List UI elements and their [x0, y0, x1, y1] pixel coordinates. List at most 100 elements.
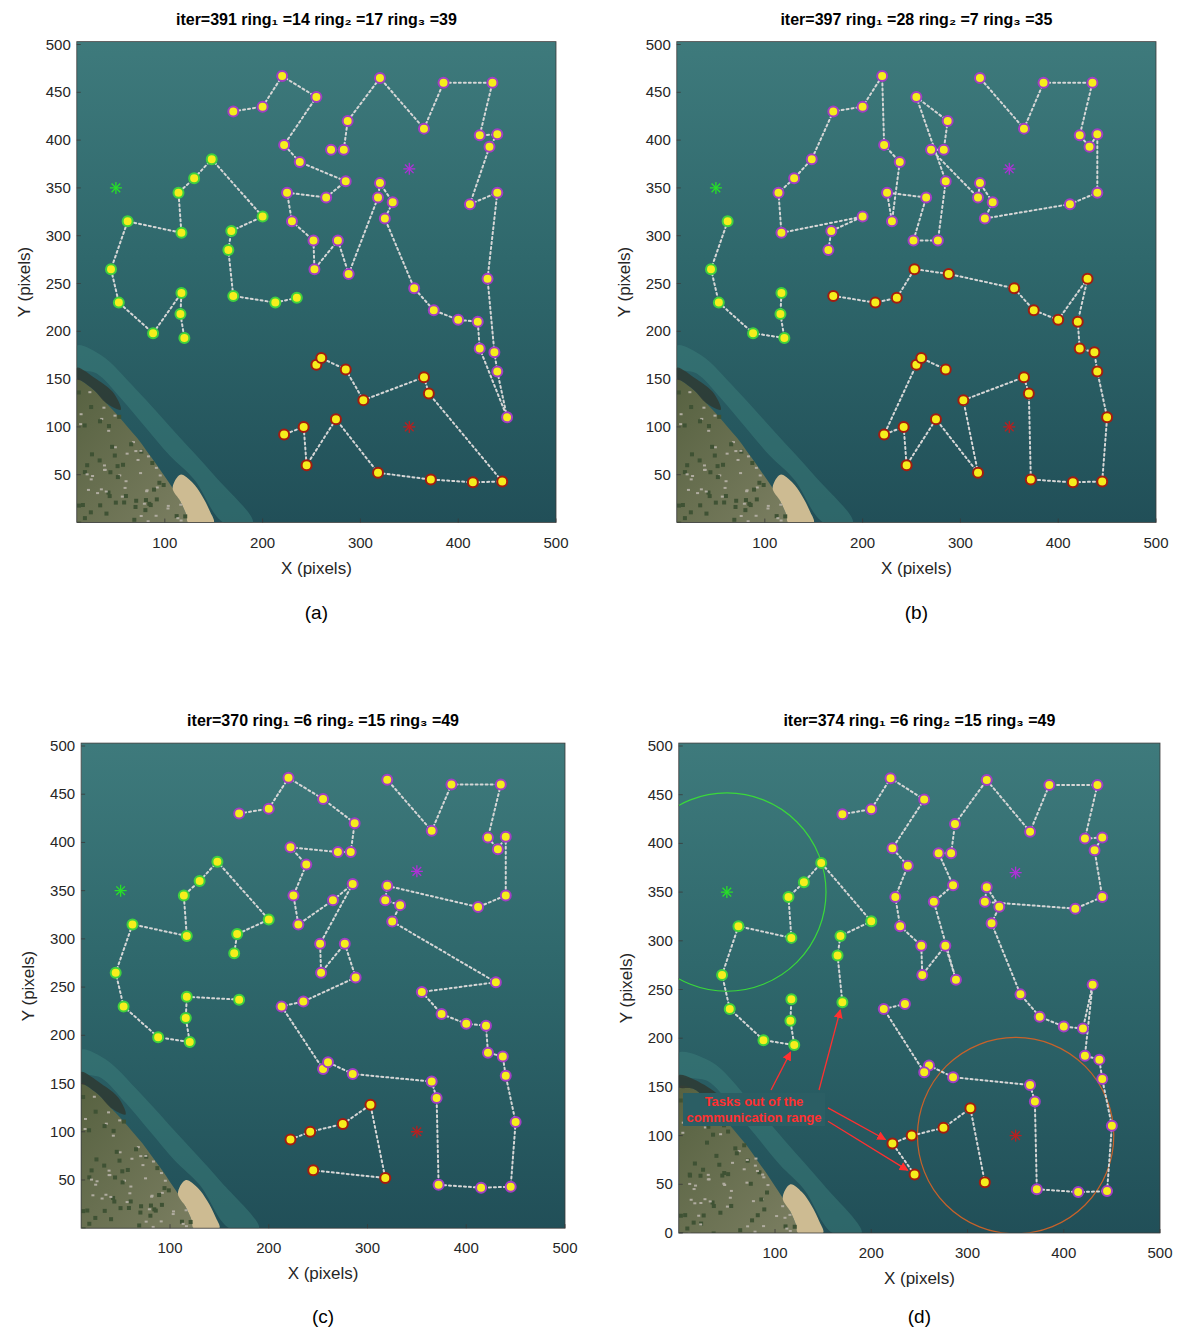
task-point: [775, 309, 785, 319]
tick-mark: [1156, 519, 1157, 523]
building-mark: [157, 1193, 161, 1197]
building-mark: [746, 489, 749, 491]
building-mark: [783, 1217, 786, 1219]
map-layer: [77, 42, 556, 523]
tick-mark: [77, 426, 81, 427]
task-point: [725, 1004, 735, 1014]
depot-star: [1003, 421, 1015, 433]
task-point: [292, 293, 302, 303]
tick-mark: [677, 331, 681, 332]
tick-mark: [77, 474, 81, 475]
tick-mark: [81, 890, 85, 891]
task-point: [229, 948, 239, 958]
task-point: [489, 347, 499, 357]
building-mark: [149, 1204, 153, 1208]
task-point: [980, 213, 990, 223]
task-point: [340, 939, 350, 949]
task-point: [502, 412, 512, 422]
building-mark: [746, 1159, 749, 1161]
building-mark: [180, 519, 183, 521]
building-mark: [704, 512, 708, 516]
task-point: [748, 328, 758, 338]
building-mark: [685, 1227, 689, 1231]
task-point: [285, 842, 295, 852]
task-point: [879, 140, 889, 150]
task-point: [380, 213, 390, 223]
task-point: [758, 1035, 768, 1045]
task-point: [282, 188, 292, 198]
task-markers: [828, 264, 1112, 487]
task-point: [264, 804, 274, 814]
tick-mark: [677, 474, 681, 475]
task-point: [837, 809, 847, 819]
star-stroke: [413, 1127, 422, 1136]
building-mark: [85, 463, 89, 467]
tick-label: 300: [648, 932, 673, 949]
building-mark: [98, 458, 102, 462]
tick-label: 450: [646, 84, 671, 101]
land-area: [77, 379, 189, 523]
task-point: [179, 333, 189, 343]
tick-label: 450: [46, 84, 71, 101]
tick-label: 100: [646, 418, 671, 435]
task-point: [892, 293, 902, 303]
building-mark: [749, 503, 753, 507]
tick-mark: [764, 519, 765, 523]
building-mark: [712, 1204, 716, 1208]
task-point: [939, 145, 949, 155]
land-area: [677, 379, 789, 523]
building-mark: [788, 1214, 791, 1216]
tick-label: 400: [1051, 1244, 1076, 1261]
building-mark: [137, 459, 140, 461]
leader-arrows: [771, 1010, 908, 1170]
axis-label: X (pixels): [884, 1269, 955, 1289]
task-point: [207, 154, 217, 164]
tick-mark: [679, 794, 683, 795]
tick-label: 300: [646, 227, 671, 244]
task-point: [173, 188, 183, 198]
building-mark: [762, 1225, 765, 1227]
building-mark: [77, 504, 81, 508]
axes-frame: [677, 42, 1156, 523]
task-point: [1097, 476, 1107, 486]
task-point: [1039, 78, 1049, 88]
building-mark: [155, 515, 158, 517]
task-point: [1089, 347, 1099, 357]
building-mark: [707, 424, 711, 428]
building-mark: [105, 491, 108, 493]
building-mark: [90, 1168, 94, 1172]
tick-label: 150: [46, 370, 71, 387]
building-mark: [124, 494, 128, 498]
building-mark: [701, 1168, 705, 1172]
tick-label: 500: [50, 737, 75, 754]
tick-label: 100: [46, 418, 71, 435]
task-point: [1075, 130, 1085, 140]
star-stroke: [1011, 868, 1020, 877]
building-mark: [716, 475, 720, 479]
task-markers: [887, 1103, 989, 1187]
building-mark: [118, 1119, 121, 1121]
tick-mark: [164, 519, 165, 523]
task-point: [476, 1183, 486, 1193]
task-point: [1090, 845, 1100, 855]
task-point: [1068, 477, 1078, 487]
route-line: [290, 1105, 385, 1178]
tick-label: 500: [1143, 534, 1168, 551]
building-mark: [725, 480, 728, 482]
buildings: [77, 390, 187, 522]
task-point: [419, 372, 429, 382]
building-mark: [724, 487, 727, 489]
task-point: [285, 1134, 295, 1144]
map-panel: [628, 743, 1160, 1244]
tick-label: 300: [355, 1240, 380, 1257]
building-mark: [767, 505, 770, 507]
building-mark: [726, 453, 729, 455]
building-mark: [756, 486, 759, 488]
building-mark: [718, 1211, 722, 1215]
building-mark: [752, 488, 756, 492]
tick-label: 500: [646, 36, 671, 53]
task-point: [350, 818, 360, 828]
task-point: [866, 804, 876, 814]
task-point: [493, 844, 503, 854]
building-mark: [730, 1190, 733, 1192]
